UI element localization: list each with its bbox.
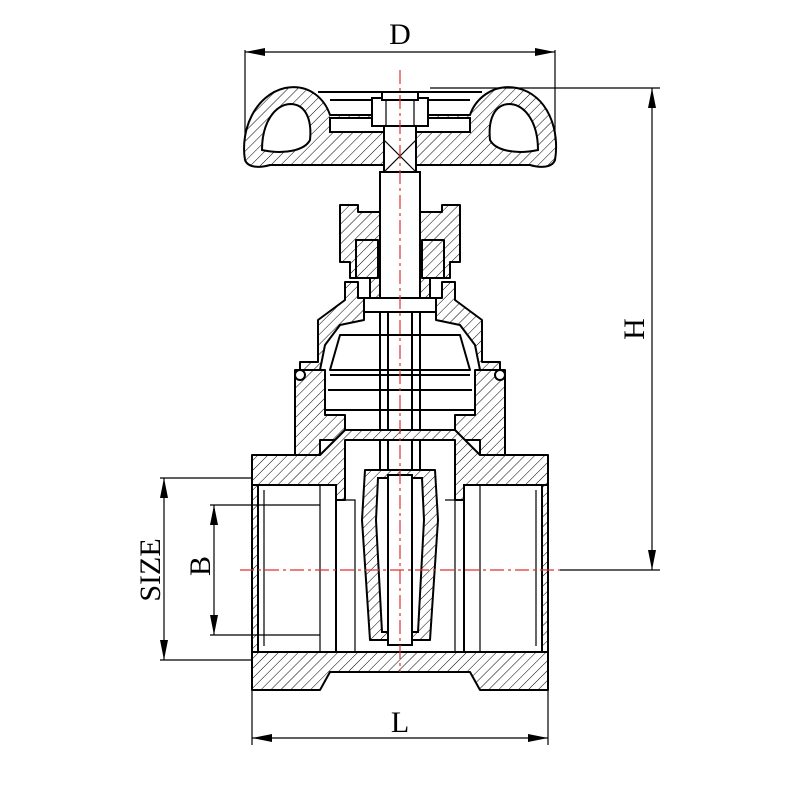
dimension-b: B [184,504,320,636]
dimension-label-h: H [618,318,651,340]
bonnet [294,281,506,456]
dimension-label-l: L [391,706,409,739]
dimension-l: L [251,690,549,745]
dimension-label-b: B [184,556,217,576]
dimension-h: H [430,87,660,571]
dimension-d: D [244,18,556,140]
center-lines [240,70,560,672]
dimension-label-d: D [389,18,411,51]
dimension-label-size: SIZE [134,538,167,601]
dimension-size: SIZE [134,477,252,661]
